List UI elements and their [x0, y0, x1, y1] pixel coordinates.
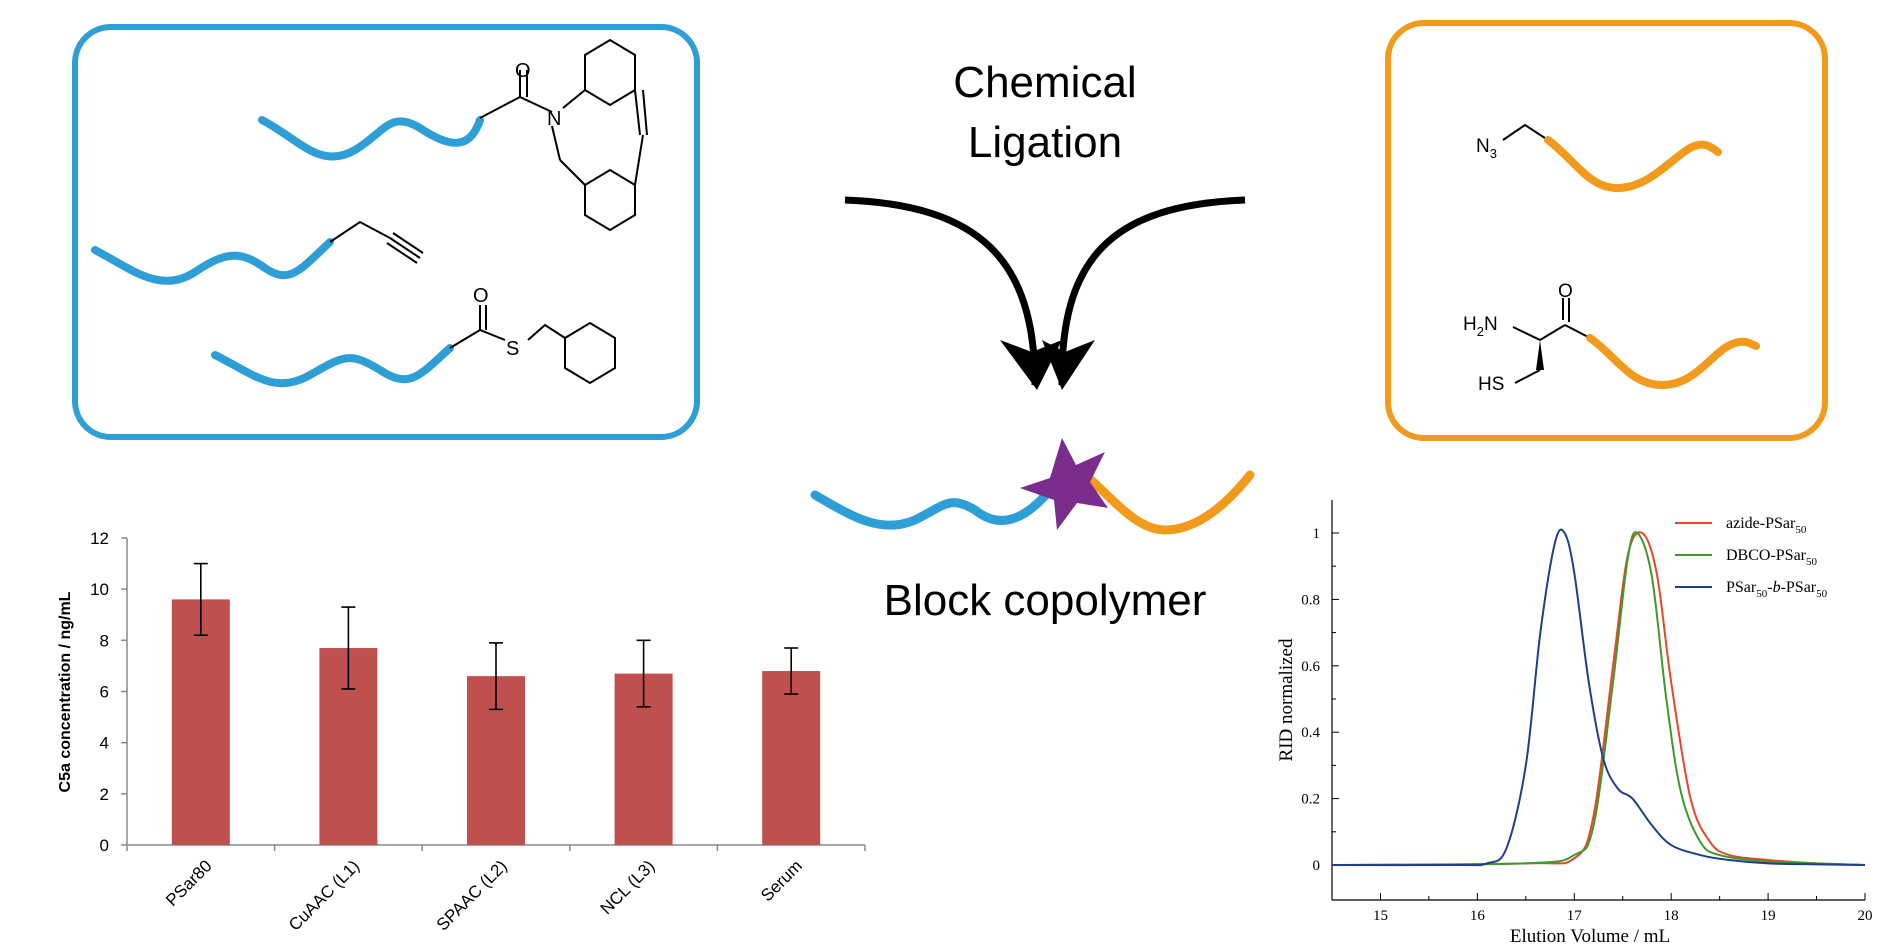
- bar-category-label: PSar80: [162, 856, 216, 910]
- orange-polymer-chain-cysteine: [1586, 334, 1760, 390]
- azide-n: N3: [1476, 136, 1497, 161]
- bar-category-label: CuAAC (L1): [285, 856, 363, 934]
- dbco-nitrogen: N: [547, 108, 561, 130]
- gpc-series-line-2: [1331, 531, 1866, 866]
- bar: [762, 671, 821, 845]
- gpc-y-tick-label: 0.4: [1301, 725, 1320, 741]
- blue-polymer-chain-alkyne: [91, 238, 334, 285]
- gpc-chart: 15 16 17 18 19 20 0 0.2 0.4 0.6 0.8 1 Elution Volum…: [1276, 500, 1873, 945]
- product-blue-block: [810, 485, 1055, 530]
- bar-category-label: NCL (L3): [597, 856, 659, 918]
- gpc-x-tick-label: 15: [1373, 908, 1388, 924]
- bar-chart-y-label: C5a concentration / ng/mL: [57, 591, 74, 792]
- right-curved-arrow: [1058, 196, 1246, 386]
- gpc-series-line-1: [1331, 531, 1866, 866]
- right-box-border: [1385, 20, 1828, 441]
- bar-category-label: Serum: [757, 856, 806, 905]
- dbco-structure: [479, 38, 648, 232]
- scheme-title-line1: Chemical: [953, 58, 1136, 107]
- blue-polymer-chain-dbco: [258, 116, 484, 161]
- gpc-x-tick-label: 17: [1567, 908, 1583, 924]
- thioester-structure: [449, 305, 616, 385]
- bar-y-tick-label: 0: [100, 836, 109, 855]
- gpc-x-tick-label: 18: [1664, 908, 1679, 924]
- bar-y-tick-label: 12: [90, 529, 109, 548]
- cysteine-amine: H2N: [1463, 314, 1498, 339]
- left-curved-arrow: [844, 196, 1039, 386]
- right-reactant-box: N3 H2N O HS: [1385, 20, 1828, 441]
- left-arrow-head: [1000, 340, 1062, 390]
- scheme-title-line2: Ligation: [968, 118, 1122, 167]
- cysteine-thiol: HS: [1478, 374, 1504, 395]
- bar-category-label: SPAAC (L2): [433, 856, 511, 934]
- right-arrow-head: [1042, 340, 1095, 390]
- gpc-x-label: Elution Volume / mL: [1510, 926, 1670, 945]
- bar-y-tick-label: 8: [100, 631, 109, 650]
- bar: [171, 599, 230, 845]
- left-reactant-box: O N O S: [72, 24, 700, 440]
- gpc-y-tick-label: 0: [1313, 858, 1321, 874]
- gpc-y-tick-label: 1: [1313, 526, 1321, 542]
- left-box-border: [72, 24, 700, 440]
- gpc-series-line-3: [1331, 528, 1866, 867]
- gpc-x-tick-label: 16: [1470, 908, 1486, 924]
- blue-polymer-chain-thioester: [211, 344, 454, 388]
- gpc-y-tick-label: 0.6: [1301, 659, 1320, 675]
- ligation-arrows: [844, 196, 1246, 390]
- gpc-y-label: RID normalized: [1276, 638, 1297, 761]
- alkyne-structure: [329, 220, 424, 264]
- legend-label: azide-PSar50: [1726, 515, 1807, 536]
- gpc-x-tick-label: 20: [1858, 908, 1873, 924]
- legend-label: DBCO-PSar50: [1726, 547, 1818, 568]
- product-orange-block: [1080, 470, 1255, 535]
- bar-y-tick-label: 10: [90, 580, 109, 599]
- product-label: Block copolymer: [884, 576, 1207, 625]
- bar-y-tick-label: 4: [100, 734, 109, 753]
- thioester-sulfur: S: [506, 338, 519, 360]
- ligation-star: [1020, 438, 1108, 530]
- dbco-carbonyl-oxygen: O: [515, 60, 531, 82]
- block-copolymer-product: [810, 438, 1255, 535]
- gpc-x-tick-label: 19: [1761, 908, 1776, 924]
- gpc-y-tick-label: 0.2: [1301, 792, 1320, 808]
- legend-label: PSar50-b-PSar50: [1726, 579, 1828, 600]
- bar-y-tick-label: 2: [100, 785, 109, 804]
- cysteine-structure: [1512, 298, 1591, 384]
- bar-y-tick-label: 6: [100, 683, 109, 702]
- bar-chart: 0 2 4 6 8 10 12 PSar80 CuAAC (L1) SPAAC (L2) NCL …: [57, 529, 866, 935]
- azide-structure: N3: [1476, 123, 1549, 161]
- thioester-oxygen: O: [473, 285, 489, 307]
- gpc-y-tick-label: 0.8: [1301, 592, 1320, 608]
- orange-polymer-chain-azide: [1544, 136, 1722, 193]
- cysteine-carbonyl-oxygen: O: [1558, 281, 1573, 302]
